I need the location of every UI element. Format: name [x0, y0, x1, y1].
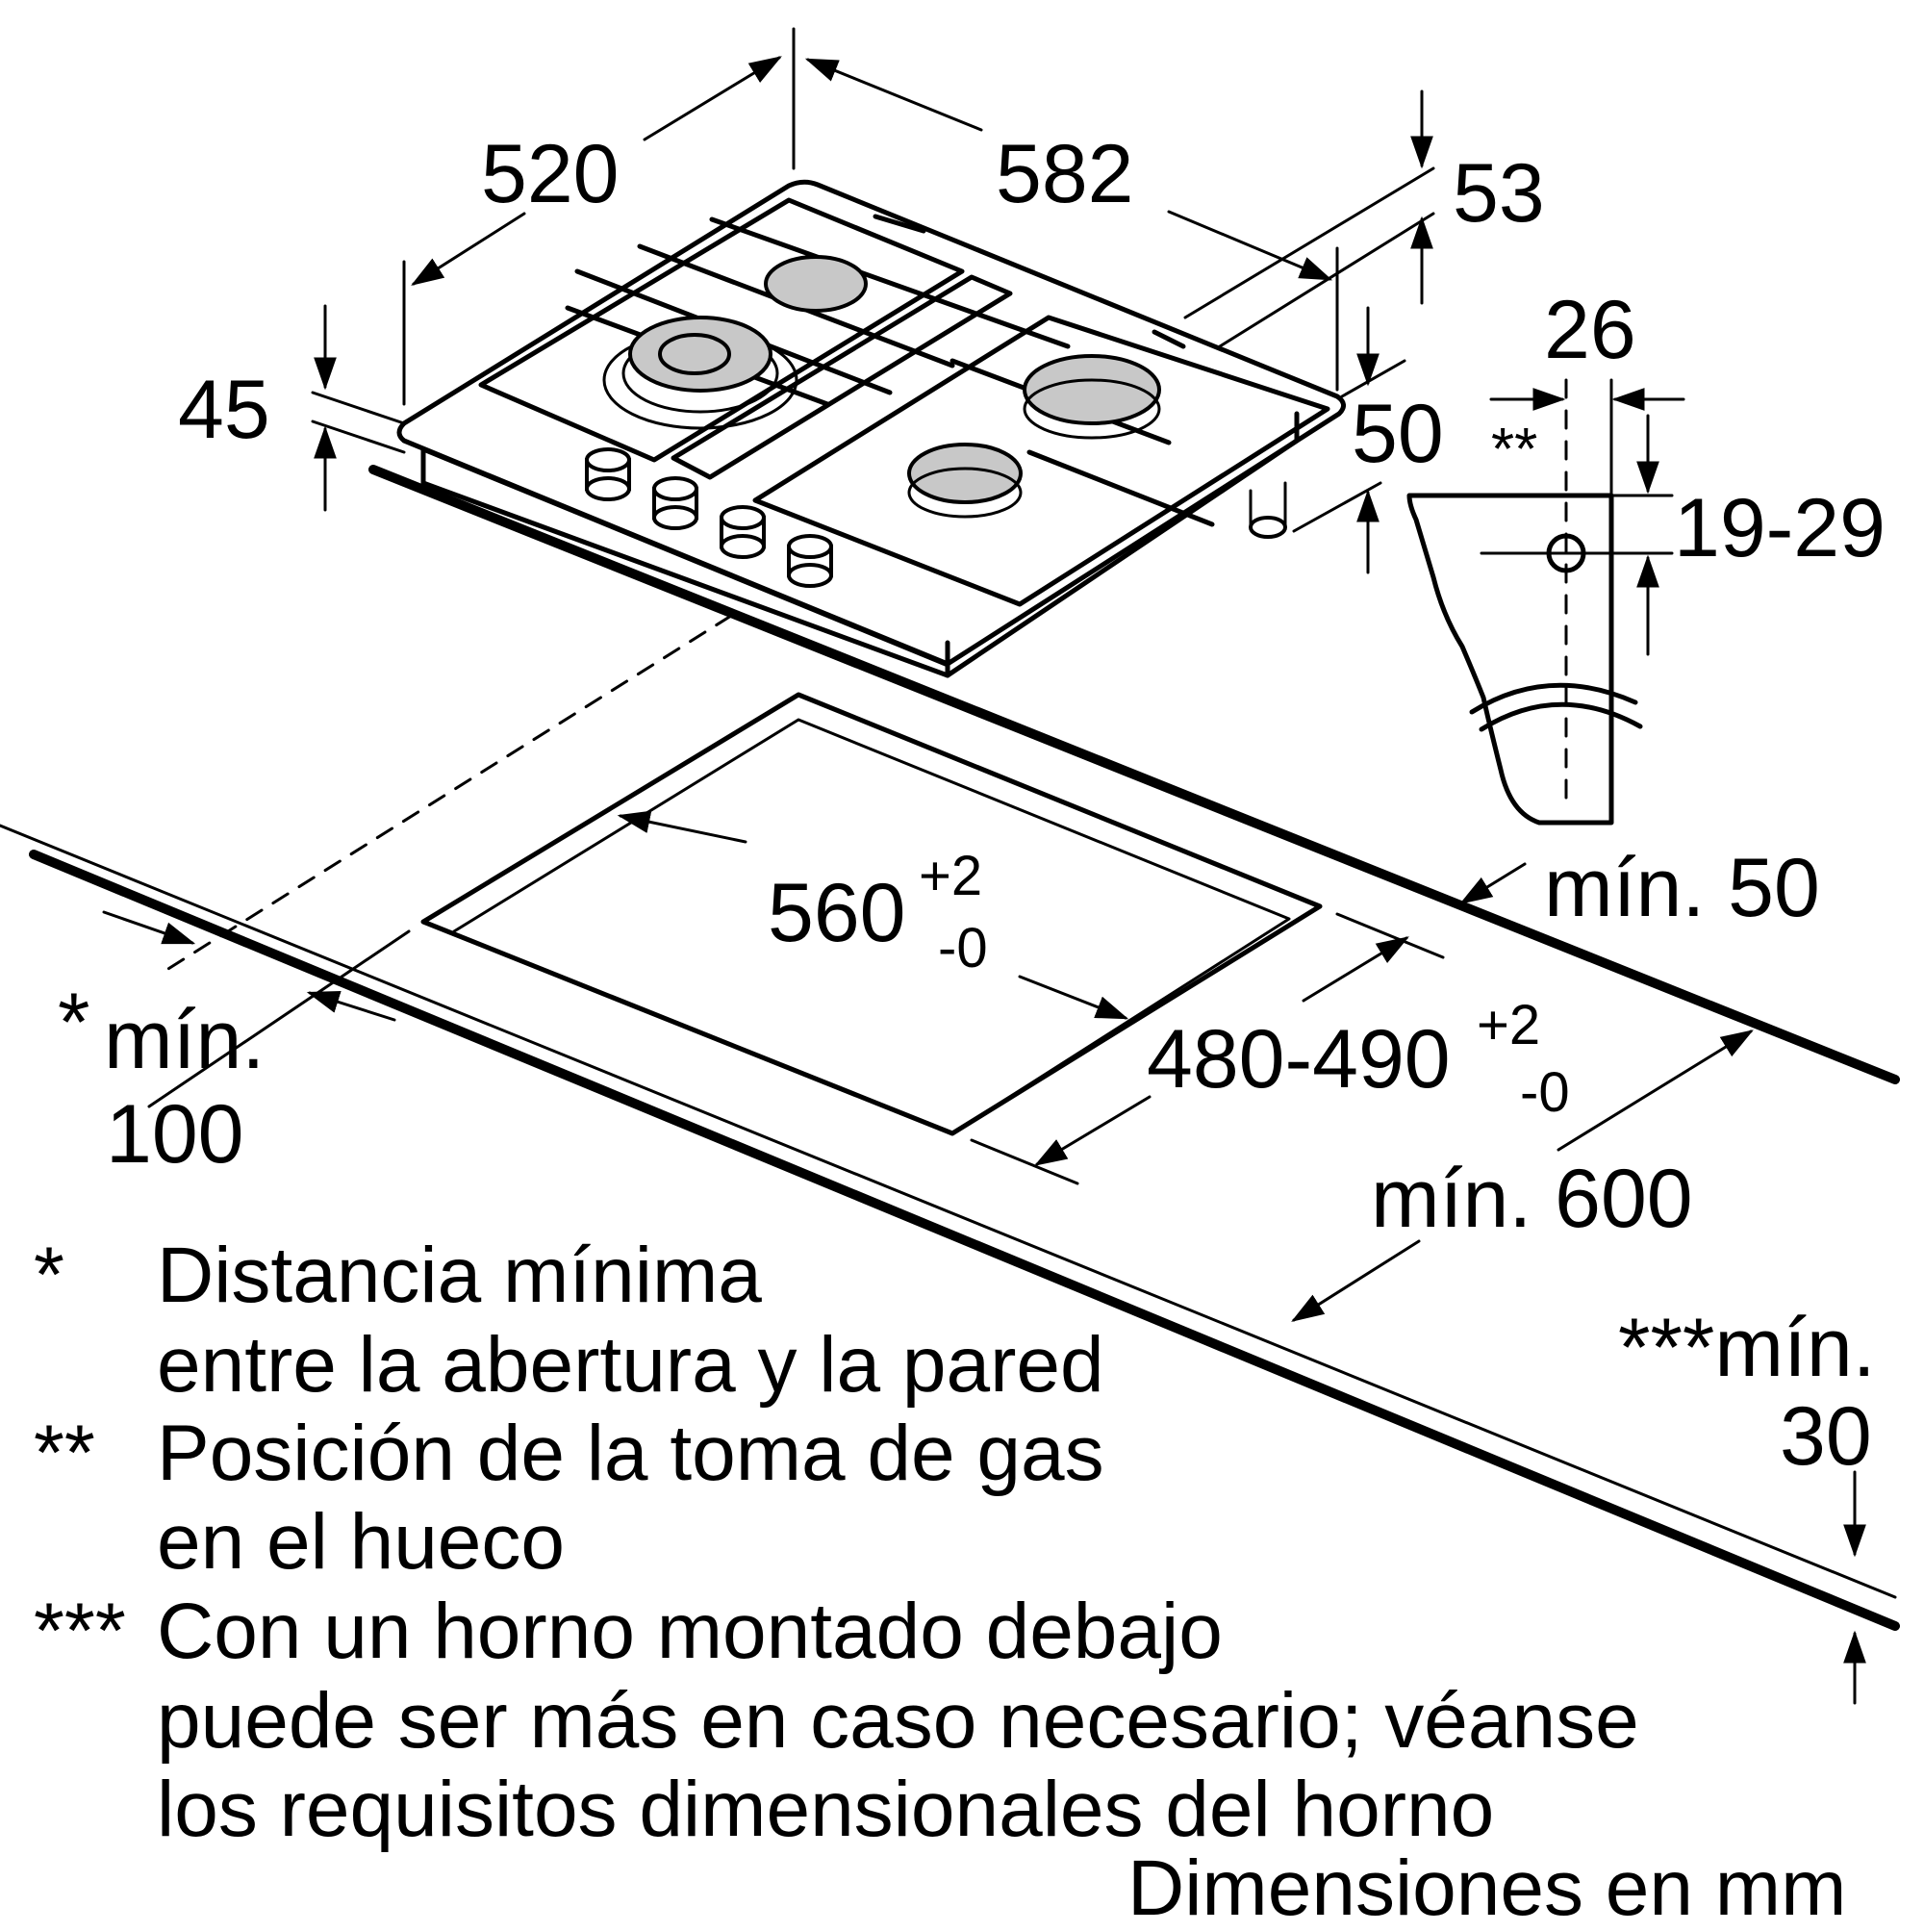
min-wall-marker: * [58, 977, 89, 1069]
dim-min-30-label: ***mín. [1618, 1302, 1876, 1394]
burners [602, 255, 1161, 519]
dim-560-plus: +2 [919, 845, 982, 907]
side-profile-detail [1406, 378, 1674, 826]
dimension-lines [102, 27, 1866, 1705]
dim-480-490-plus: +2 [1477, 994, 1540, 1056]
countertop [0, 465, 1900, 1631]
dim-45: 45 [178, 364, 270, 456]
pan-supports [478, 197, 1330, 607]
dim-560-minus: -0 [938, 917, 988, 979]
dim-min-30-value: 30 [1780, 1390, 1872, 1483]
dim-520: 520 [481, 128, 620, 220]
control-knobs [585, 447, 833, 588]
dim-53: 53 [1453, 147, 1545, 240]
dim-582: 582 [996, 128, 1134, 220]
dim-min-50: mín. 50 [1544, 842, 1820, 934]
dim-26: 26 [1544, 284, 1636, 376]
gas-position-marker: ** [1491, 417, 1537, 483]
gas-hob [396, 179, 1346, 678]
dim-19-29: 19-29 [1674, 482, 1886, 574]
projection-line [162, 614, 733, 974]
dim-min-100-label: mín. [104, 994, 265, 1086]
dim-480-490: 480-490 [1147, 1013, 1451, 1106]
dim-min-100-value: 100 [106, 1088, 244, 1181]
dimension-labels: 520 582 53 45 50 26 ** 19-29 560 +2 -0 4… [58, 128, 1886, 1483]
dim-560: 560 [768, 867, 906, 959]
dim-min-600: mín. 600 [1371, 1153, 1693, 1245]
dim-50: 50 [1352, 388, 1444, 480]
dim-480-490-minus: -0 [1520, 1061, 1570, 1124]
